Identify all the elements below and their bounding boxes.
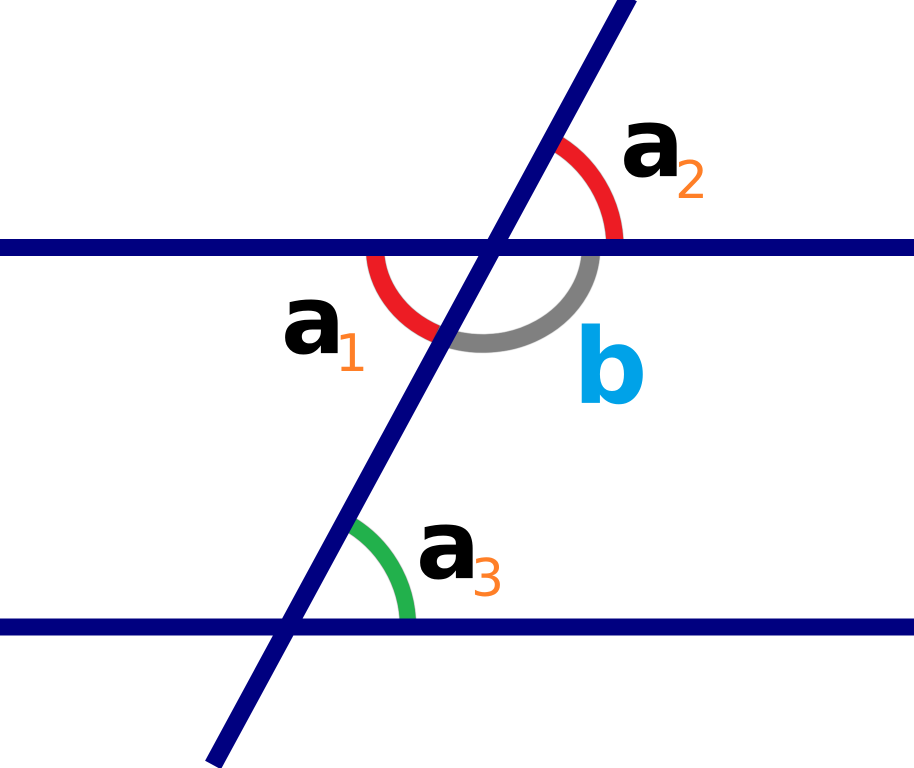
label-a2: a 2 xyxy=(620,89,708,211)
angle-arc-a2 xyxy=(546,132,624,248)
label-a2-subscript: 2 xyxy=(675,151,708,211)
label-a2-main: a xyxy=(620,89,684,199)
label-a3: a 3 xyxy=(416,491,504,609)
angle-arc-a3 xyxy=(341,514,416,628)
angle-arc-a1 xyxy=(366,247,440,343)
label-b-main: b xyxy=(573,306,647,428)
label-b: b xyxy=(573,306,647,428)
transversal-line xyxy=(205,0,637,768)
label-a3-subscript: 3 xyxy=(471,549,504,609)
label-a1-subscript: 1 xyxy=(335,324,368,384)
label-a1-main: a xyxy=(281,266,345,376)
label-a1: a 1 xyxy=(281,266,368,384)
label-a3-main: a xyxy=(416,491,480,601)
angle-arc-b xyxy=(432,247,600,353)
